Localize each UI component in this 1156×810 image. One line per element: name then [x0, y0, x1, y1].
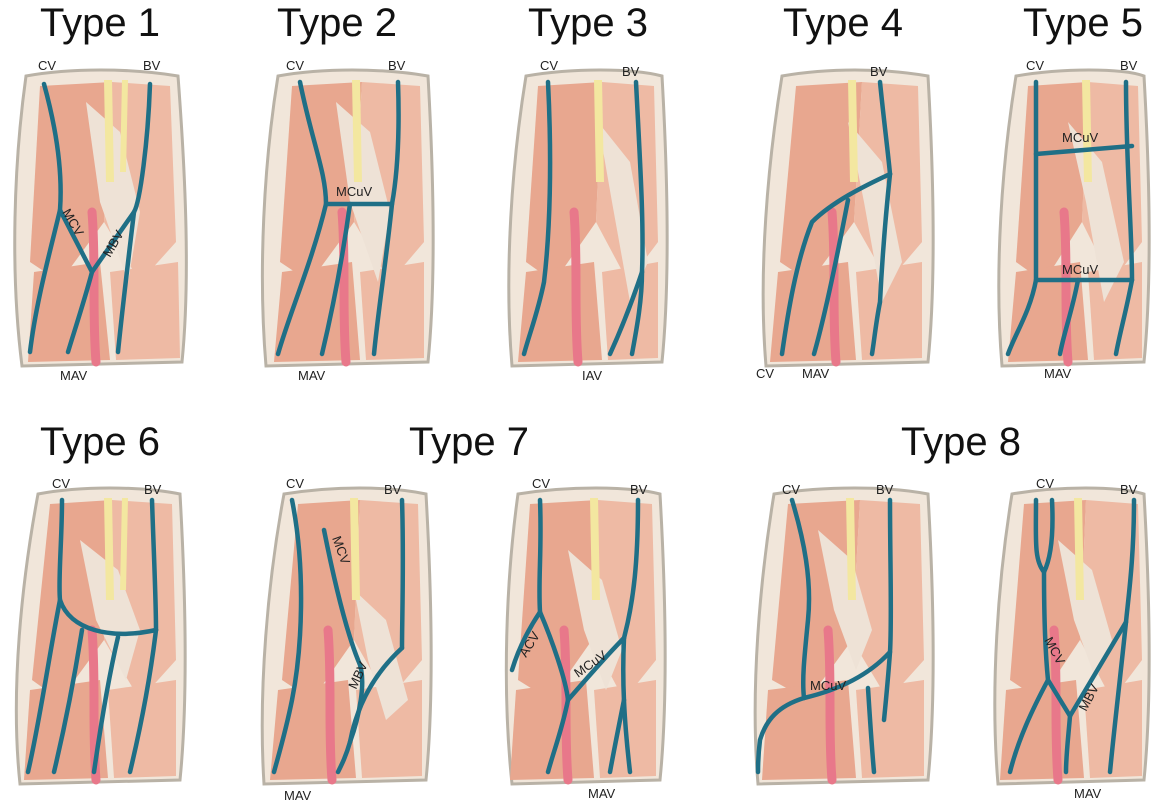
- type-7-title: Type 7: [409, 420, 529, 464]
- label-bv: BV: [876, 482, 894, 497]
- panel-type-5: CV BV MCuV MCuV MAV: [999, 58, 1149, 381]
- label-cv: CV: [286, 58, 304, 73]
- panel-type-8-a: CV BV MCuV: [755, 482, 933, 784]
- label-mav: MAV: [60, 368, 88, 383]
- muscle-shape: [1008, 262, 1088, 362]
- label-cv: CV: [782, 482, 800, 497]
- label-bv: BV: [144, 482, 162, 497]
- label-mav: MAV: [802, 366, 830, 381]
- vein-path: [402, 500, 403, 648]
- type-6-title: Type 6: [40, 420, 160, 464]
- label-mav: MAV: [298, 368, 326, 383]
- label-bv: BV: [384, 482, 402, 497]
- artery-shape: [92, 212, 96, 362]
- panel-type-7-a: CV BV MCV MBV MAV: [262, 476, 431, 803]
- label-bv: BV: [1120, 58, 1138, 73]
- type-2-title: Type 2: [277, 1, 397, 45]
- forearm-illustration: [15, 70, 187, 366]
- label-mcuv: MCuV: [810, 678, 846, 693]
- type-1-title: Type 1: [40, 1, 160, 45]
- label-bv: BV: [870, 64, 888, 79]
- label-cv: CV: [1036, 476, 1054, 491]
- panel-type-6: CV BV: [16, 476, 185, 784]
- type-3-title: Type 3: [528, 1, 648, 45]
- label-cv: CV: [756, 366, 774, 381]
- label-mcuv-lower: MCuV: [1062, 262, 1098, 277]
- muscle-light-shape: [360, 262, 424, 360]
- label-mcuv: MCuV: [336, 184, 372, 199]
- label-cv: CV: [1026, 58, 1044, 73]
- label-iav: IAV: [582, 368, 602, 383]
- forearm-illustration: [262, 488, 431, 784]
- panel-type-8-b: CV BV MCV MBV MAV: [995, 476, 1149, 801]
- panel-type-3: CV BV IAV: [509, 58, 667, 383]
- label-mav: MAV: [284, 788, 312, 803]
- label-bv: BV: [1120, 482, 1138, 497]
- muscle-shape: [518, 262, 602, 362]
- panel-type-4: BV CV MAV: [756, 64, 933, 381]
- label-cv: CV: [38, 58, 56, 73]
- artery-shape: [828, 630, 832, 780]
- label-cv: CV: [52, 476, 70, 491]
- label-cv: CV: [286, 476, 304, 491]
- label-cv: CV: [540, 58, 558, 73]
- forearm-illustration: [755, 488, 933, 784]
- label-bv: BV: [630, 482, 648, 497]
- label-cv: CV: [532, 476, 550, 491]
- panel-type-7-b: CV BV ACV MCuV MAV: [506, 476, 665, 801]
- muscle-light-shape: [108, 680, 176, 778]
- label-bv: BV: [622, 64, 640, 79]
- panel-type-2: CV BV MCuV MAV: [262, 58, 433, 383]
- artery-shape: [328, 630, 332, 780]
- label-mcuv-upper: MCuV: [1062, 130, 1098, 145]
- label-bv: BV: [388, 58, 406, 73]
- label-mav: MAV: [1074, 786, 1102, 801]
- panel-type-1: CV BV MCV MBV MAV: [15, 58, 187, 383]
- type-5-title: Type 5: [1023, 1, 1143, 45]
- type-8-title: Type 8: [901, 420, 1021, 464]
- label-mav: MAV: [588, 786, 616, 801]
- artery-shape: [574, 212, 578, 362]
- label-bv: BV: [143, 58, 161, 73]
- label-mav: MAV: [1044, 366, 1072, 381]
- type-4-title: Type 4: [783, 1, 903, 45]
